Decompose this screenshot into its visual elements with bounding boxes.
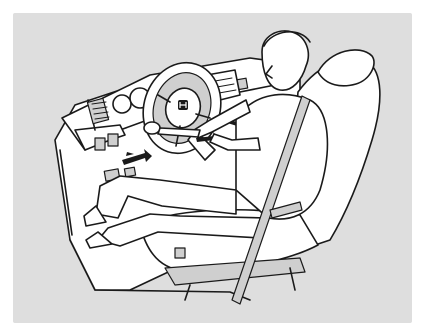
brand-logo-icon: [178, 100, 188, 110]
